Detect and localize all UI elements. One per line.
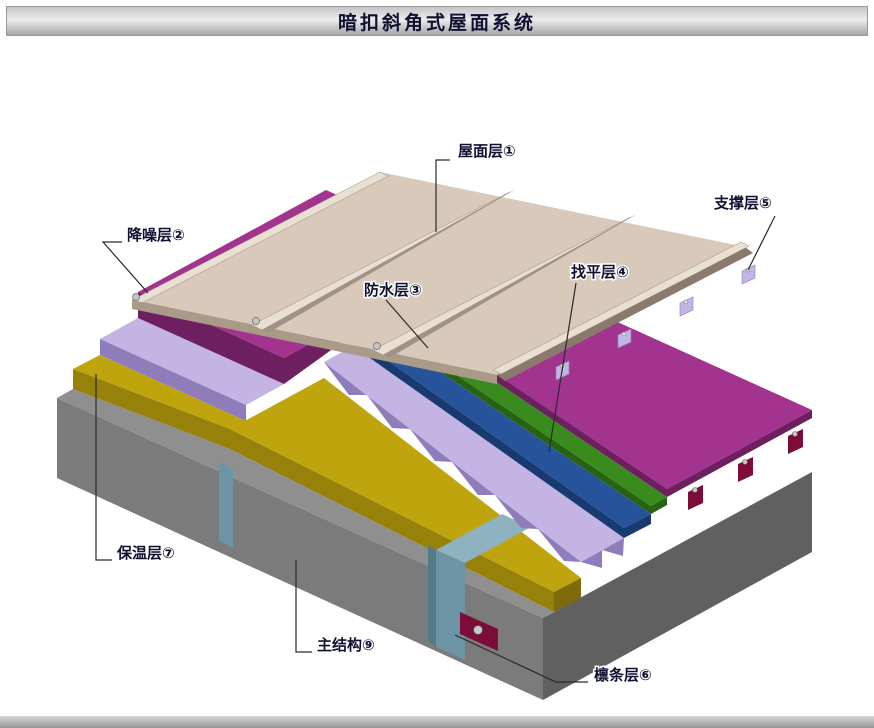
clip-bracket-bolt [742,459,748,465]
leader-structure [295,560,312,653]
purlin [219,462,531,660]
leveling-layer [353,326,651,538]
label-noise-layer: 降噪层② [127,226,185,244]
purlin-cross-section-strip [219,462,233,548]
seam-clip-bolt [252,317,260,325]
clip-bracket [788,429,803,454]
insulation-left-front [73,369,230,449]
support-clip-bolt [621,331,627,337]
structure-front-face [57,398,543,700]
roof-panel-layer [131,171,753,384]
clip-brackets [688,429,803,510]
standing-seam-shadow [383,214,637,358]
insulation-left-top [73,355,246,429]
noise-right-edge [667,410,812,497]
label-purlin-layer: 檩条层⑥ [594,666,652,684]
support-mid-top [324,346,624,562]
leader-support-layer [747,215,776,271]
purlin-side-face [428,546,436,647]
support-clip [679,296,694,317]
seam-clip-bolt [373,342,381,350]
label-insulation-layer: 保温层⑦ [116,544,175,562]
insulation-right-face [554,578,581,612]
callout-labels: 屋面层① 支撑层⑤ 降噪层② 找平层④ 防水层③ 保温层⑦ 主结构⑨ 檩条层⑥ [115,141,774,686]
label-support-layer: 支撑层⑤ [713,194,772,212]
page-title: 暗扣斜角式屋面系统 [337,11,536,34]
purlin-top-face [436,514,531,563]
purlin-base-bolt [473,625,483,635]
support-left-top [100,318,284,405]
label-structure: 主结构⑨ [317,636,375,654]
leader-noise-layer [101,241,149,294]
title-bar: 暗扣斜角式屋面系统 [6,6,868,36]
leveling-top [353,326,651,528]
roof-panel-right-rib [492,241,750,375]
footer-bar [0,716,874,728]
insulation-mid-front [230,429,554,612]
standing-seam-shadow [262,189,516,333]
support-corrugation-teeth-right [581,538,624,568]
structure-right-face [543,472,812,700]
leader-waterproof-layer [385,299,429,349]
callout-leaders [95,159,776,683]
leveling-right [624,514,651,538]
support-left-front [100,339,246,421]
leveling-front [353,336,624,538]
purlin-front-face [436,550,465,660]
label-waterproof-layer: 防水层③ [364,281,422,299]
label-leveling-layer: 找平层④ [571,263,629,281]
support-clip [617,328,632,349]
leader-insulation-layer [95,374,112,561]
clip-bracket-bolt [692,487,698,493]
leader-leveling-layer [548,282,577,453]
waterproof-right [651,497,667,514]
leader-purlin-layer [454,634,588,683]
support-layer [100,318,624,568]
support-clip [741,264,756,285]
clip-bracket-bolt [792,431,798,437]
support-corrugation-teeth [324,362,581,562]
roof-panel-underside-shadow [497,247,753,381]
label-roof-layer: 屋面层① [458,142,516,160]
clip-bracket [738,457,753,482]
support-clip-bolt [683,299,689,305]
seam-clip-bolt [132,293,140,301]
roof-panel-front-edge [132,300,497,384]
leader-roof-layer [435,159,450,232]
clip-bracket [688,485,703,510]
